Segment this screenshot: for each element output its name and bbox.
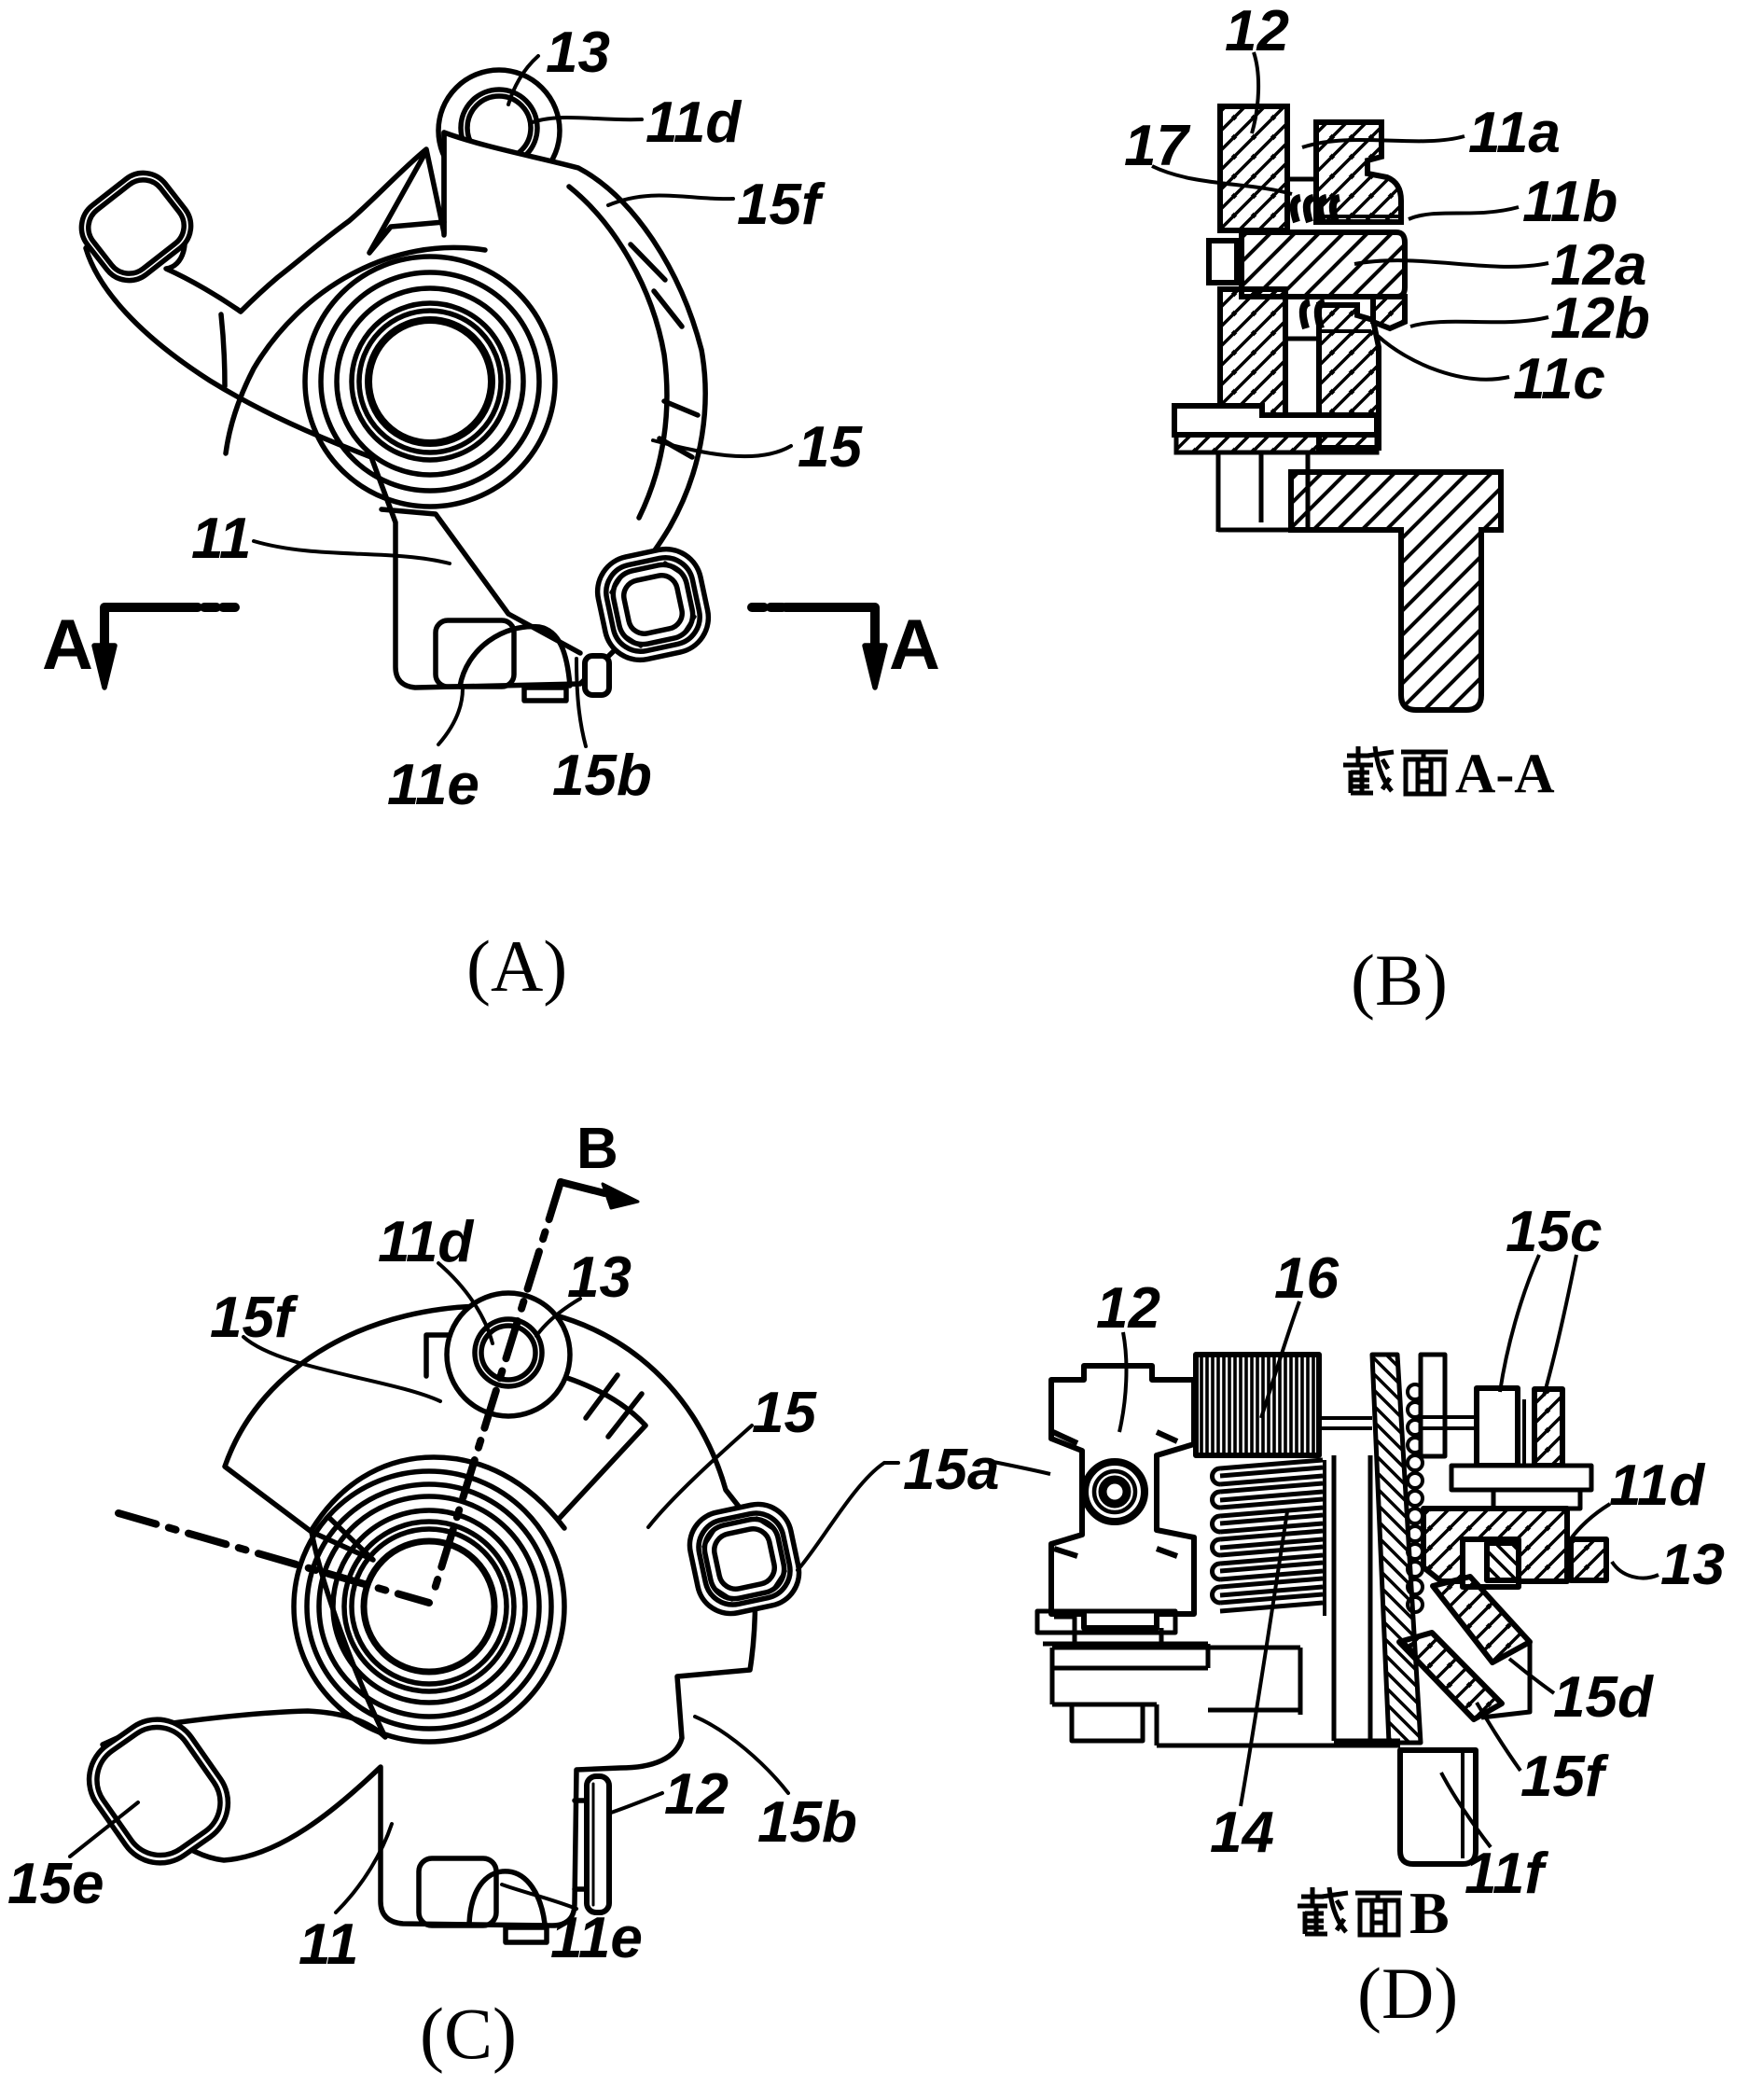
svg-text:16: 16 — [1274, 1246, 1339, 1311]
svg-text:11b: 11b — [1522, 170, 1617, 234]
svg-text:A: A — [889, 605, 940, 685]
svg-text:A: A — [42, 605, 93, 685]
svg-text:11d: 11d — [646, 90, 742, 155]
svg-text:11d: 11d — [378, 1210, 474, 1274]
svg-text:17: 17 — [1124, 114, 1190, 178]
svg-text:15b: 15b — [757, 1790, 857, 1855]
svg-text:(C): (C) — [420, 1993, 517, 2074]
svg-text:15: 15 — [752, 1381, 817, 1445]
svg-text:15f: 15f — [737, 173, 826, 237]
svg-text:11d: 11d — [1609, 1453, 1705, 1518]
svg-text:12b: 12b — [1550, 286, 1650, 351]
svg-text:(A): (A) — [466, 925, 567, 1007]
svg-text:13: 13 — [1660, 1533, 1725, 1597]
svg-text:14: 14 — [1210, 1801, 1274, 1865]
svg-text:12: 12 — [1225, 0, 1289, 63]
svg-text:15c: 15c — [1506, 1200, 1602, 1264]
svg-text:11e: 11e — [550, 1906, 643, 1970]
svg-text:15: 15 — [798, 415, 863, 480]
svg-text:12: 12 — [664, 1762, 729, 1827]
svg-text:(D): (D) — [1357, 1953, 1458, 2034]
svg-text:13: 13 — [546, 21, 610, 85]
svg-text:B: B — [576, 1117, 618, 1181]
svg-text:12a: 12a — [1550, 233, 1646, 298]
svg-text:11a: 11a — [1468, 101, 1561, 165]
svg-text:15e: 15e — [7, 1852, 104, 1916]
svg-text:11e: 11e — [387, 753, 479, 817]
svg-text:11f: 11f — [1465, 1842, 1548, 1906]
svg-text:11c: 11c — [1513, 347, 1605, 411]
svg-text:12: 12 — [1096, 1276, 1160, 1341]
svg-text:11: 11 — [298, 1912, 358, 1977]
svg-text:15a: 15a — [903, 1438, 999, 1502]
svg-text:A-A: A-A — [1455, 743, 1555, 804]
svg-text:15f: 15f — [210, 1286, 298, 1350]
svg-text:(B): (B) — [1351, 939, 1448, 1021]
svg-text:15d: 15d — [1553, 1665, 1654, 1730]
svg-text:B: B — [1409, 1880, 1450, 1946]
svg-text:15b: 15b — [552, 744, 652, 808]
svg-text:15f: 15f — [1520, 1745, 1609, 1809]
svg-text:11: 11 — [191, 507, 251, 571]
svg-text:13: 13 — [567, 1245, 632, 1310]
